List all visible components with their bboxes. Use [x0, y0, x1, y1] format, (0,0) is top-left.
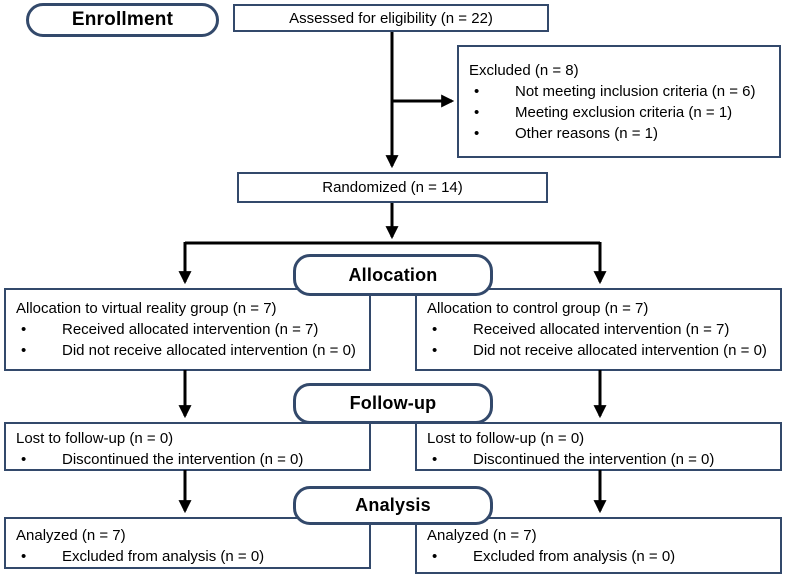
excluded-bullet-3: Other reasons (n = 1) [469, 123, 773, 144]
followup-stage-label: Follow-up [293, 383, 493, 424]
analysis-vr-group-box: Analyzed (n = 7) Excluded from analysis … [4, 517, 371, 569]
allocation-control-group-box: Allocation to control group (n = 7) Rece… [415, 288, 782, 371]
analysis-control-title: Analyzed (n = 7) [427, 527, 537, 544]
followup-control-group-box: Lost to follow-up (n = 0) Discontinued t… [415, 422, 782, 471]
followup-vr-group-box: Lost to follow-up (n = 0) Discontinued t… [4, 422, 371, 471]
analysis-control-group-box: Analyzed (n = 7) Excluded from analysis … [415, 517, 782, 574]
assessed-text: Assessed for eligibility (n = 22) [289, 9, 493, 27]
followup-vr-title: Lost to follow-up (n = 0) [16, 430, 174, 447]
followup-control-bullet-1: Discontinued the intervention (n = 0) [427, 449, 774, 470]
analysis-stage-label: Analysis [293, 486, 493, 525]
followup-control-title: Lost to follow-up (n = 0) [427, 430, 585, 447]
allocation-vr-group-box: Allocation to virtual reality group (n =… [4, 288, 371, 371]
allocation-control-bullet-2: Did not receive allocated intervention (… [427, 340, 774, 361]
allocation-control-title: Allocation to control group (n = 7) [427, 300, 649, 317]
analysis-control-bullet-1: Excluded from analysis (n = 0) [427, 546, 774, 567]
analysis-vr-title: Analyzed (n = 7) [16, 527, 126, 544]
allocation-vr-bullet-1: Received allocated intervention (n = 7) [16, 319, 363, 340]
enrollment-stage-label: Enrollment [26, 3, 219, 37]
excluded-bullet-1: Not meeting inclusion criteria (n = 6) [469, 81, 773, 102]
analysis-vr-bullet-1: Excluded from analysis (n = 0) [16, 546, 363, 567]
allocation-stage-label: Allocation [293, 254, 493, 296]
followup-vr-bullet-1: Discontinued the intervention (n = 0) [16, 449, 363, 470]
excluded-box: Excluded (n = 8) Not meeting inclusion c… [457, 45, 781, 158]
excluded-title: Excluded (n = 8) [469, 62, 579, 79]
excluded-bullet-2: Meeting exclusion criteria (n = 1) [469, 102, 773, 123]
randomized-text: Randomized (n = 14) [322, 179, 463, 196]
randomized-box: Randomized (n = 14) [237, 172, 548, 203]
assessed-box: Assessed for eligibility (n = 22) [233, 4, 549, 32]
allocation-vr-title: Allocation to virtual reality group (n =… [16, 300, 277, 317]
allocation-vr-bullet-2: Did not receive allocated intervention (… [16, 340, 363, 361]
allocation-control-bullet-1: Received allocated intervention (n = 7) [427, 319, 774, 340]
